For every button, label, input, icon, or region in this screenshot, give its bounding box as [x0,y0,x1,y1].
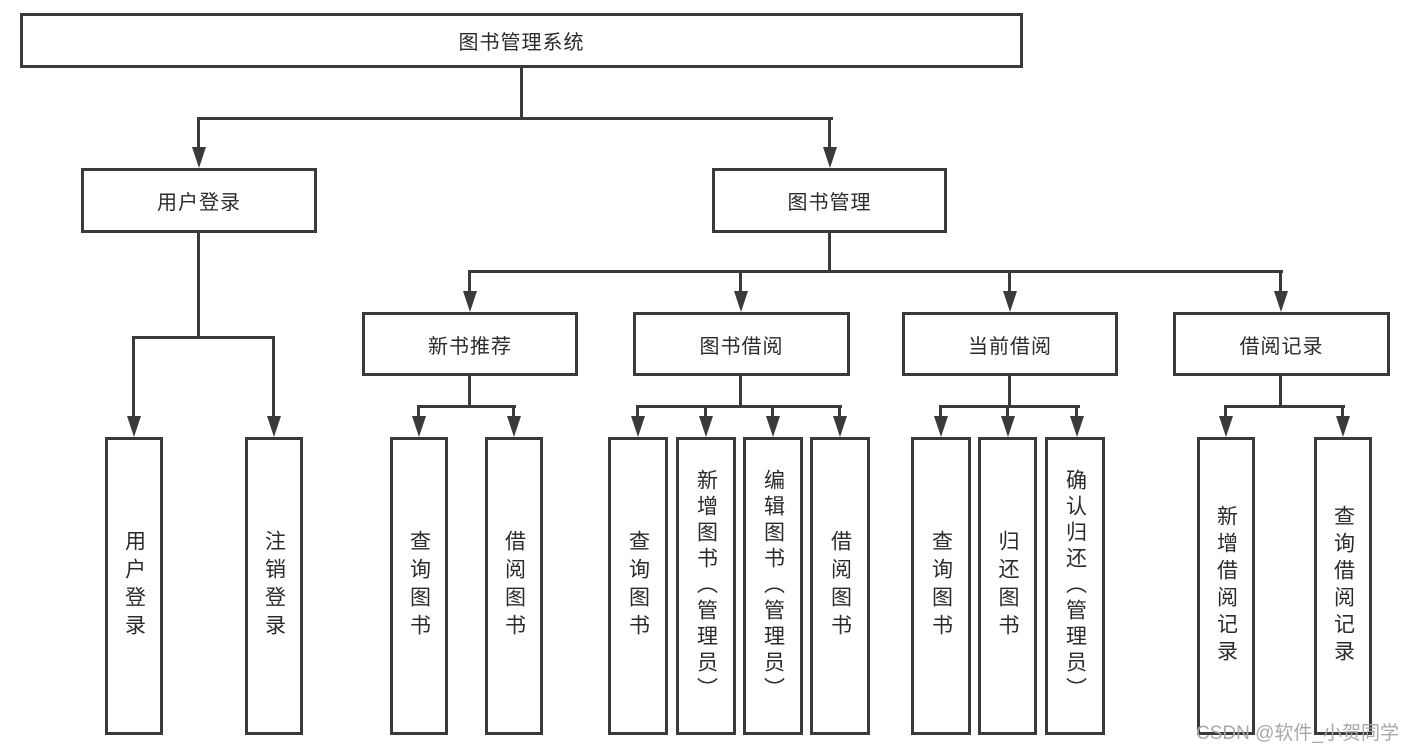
leaf-query-books: 查询图书 [608,437,668,735]
connector-drop [1006,405,1009,418]
arrow-down-icon [766,416,780,437]
arrow-down-icon [1001,416,1015,437]
arrow-down-icon [192,147,206,168]
connector-drop [1279,270,1282,293]
connector-drop [512,405,515,418]
arrow-down-icon [631,416,645,437]
arrow-down-icon [1336,416,1350,437]
connector-drop [704,405,707,418]
arrow-down-icon [267,416,281,437]
connector-drop [1341,405,1344,418]
connector-level3-rail [468,270,1283,273]
connector-new-book-stem [468,376,471,408]
connector-new-book-rail [417,405,516,408]
connector-records-stem [1279,376,1282,408]
connector-drop [1008,270,1011,293]
connector-drop [838,405,841,418]
arrow-down-icon [833,416,847,437]
leaf-borrow-books: 借阅图书 [485,437,543,735]
leaf-user-login: 用户登录 [105,437,163,735]
leaf-query-books: 查询图书 [390,437,448,735]
csdn-watermark: CSDN @软件_小贺同学 [1196,723,1399,744]
arrow-down-icon [1219,416,1233,437]
connector-borrow-stem [739,376,742,408]
arrow-down-icon [1274,291,1288,312]
node-user-login: 用户登录 [81,168,317,233]
arrow-down-icon [1070,416,1084,437]
connector-current-stem [1008,376,1011,408]
connector-drop [272,336,275,417]
connector-drop [939,405,942,418]
node-book-management: 图书管理 [712,168,947,233]
leaf-return-books: 归还图书 [978,437,1037,735]
leaf-borrow-books: 借阅图书 [810,437,870,735]
connector-drop [132,336,135,417]
leaf-edit-books-admin: 编辑图书（管理员） [743,437,803,735]
node-borrowing-records: 借阅记录 [1173,312,1390,376]
connector-drop [468,270,471,293]
connector-borrow-rail [636,405,842,408]
connector-user-login-stem [197,233,200,339]
connector-root-stem [520,68,523,120]
leaf-add-books-admin: 新增图书（管理员） [676,437,736,735]
arrow-down-icon [699,416,713,437]
node-current-borrowing: 当前借阅 [902,312,1118,376]
connector-drop [739,270,742,293]
node-book-borrowing: 图书借阅 [633,312,850,376]
arrow-down-icon [507,416,521,437]
connector-book-mgmt-stem [828,233,831,273]
node-root: 图书管理系统 [20,13,1023,68]
leaf-add-borrow-record: 新增借阅记录 [1197,437,1255,735]
connector-records-rail [1224,405,1345,408]
connector-drop [417,405,420,418]
connector-drop [636,405,639,418]
arrow-down-icon [1003,291,1017,312]
leaf-query-books: 查询图书 [911,437,971,735]
arrow-down-icon [934,416,948,437]
connector-level2-rail [197,117,833,120]
arrow-down-icon [463,291,477,312]
connector-drop [771,405,774,418]
arrow-down-icon [734,291,748,312]
connector-book-mgmt-drop [828,117,831,148]
connector-user-login-drop [197,117,200,148]
arrow-down-icon [412,416,426,437]
leaf-query-borrow-record: 查询借阅记录 [1314,437,1372,735]
leaf-logout: 注销登录 [245,437,303,735]
connector-user-login-rail [132,336,275,339]
connector-drop [1075,405,1078,418]
arrow-down-icon [127,416,141,437]
connector-drop [1224,405,1227,418]
arrow-down-icon [823,147,837,168]
connector-current-rail [939,405,1080,408]
leaf-confirm-return-admin: 确认归还（管理员） [1045,437,1105,735]
node-new-book-recommendation: 新书推荐 [362,312,578,376]
